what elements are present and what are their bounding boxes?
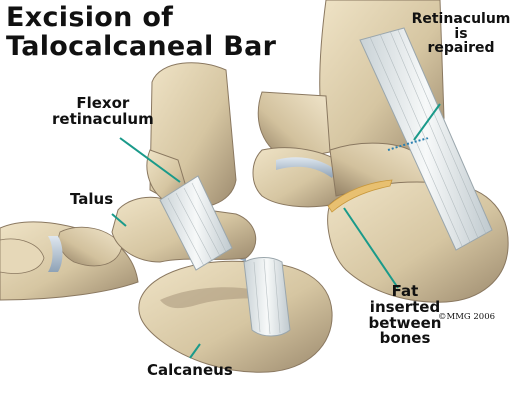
title-line-1: Excision of: [6, 4, 276, 33]
label-retinaculum-repaired: Retinaculum is repaired: [405, 12, 517, 56]
title-line-2: Talocalcaneal Bar: [6, 33, 276, 62]
page-title: Excision of Talocalcaneal Bar: [6, 4, 276, 62]
label-talus: Talus: [70, 192, 113, 208]
label-retinaculum-line-3: repaired: [405, 41, 517, 56]
copyright-notice: ©MMG 2006: [438, 312, 495, 322]
left-calcaneus: [139, 261, 332, 372]
label-retinaculum-line-1: Retinaculum: [405, 12, 517, 27]
label-retinaculum-line-2: is: [405, 27, 517, 42]
label-fat: Fat inserted between bones: [366, 284, 444, 347]
label-flexor-retinaculum: Flexor retinaculum: [52, 96, 154, 128]
label-calcaneus: Calcaneus: [147, 363, 233, 379]
label-flexor-line-2: retinaculum: [52, 112, 154, 128]
label-fat-line-4: bones: [366, 331, 444, 347]
